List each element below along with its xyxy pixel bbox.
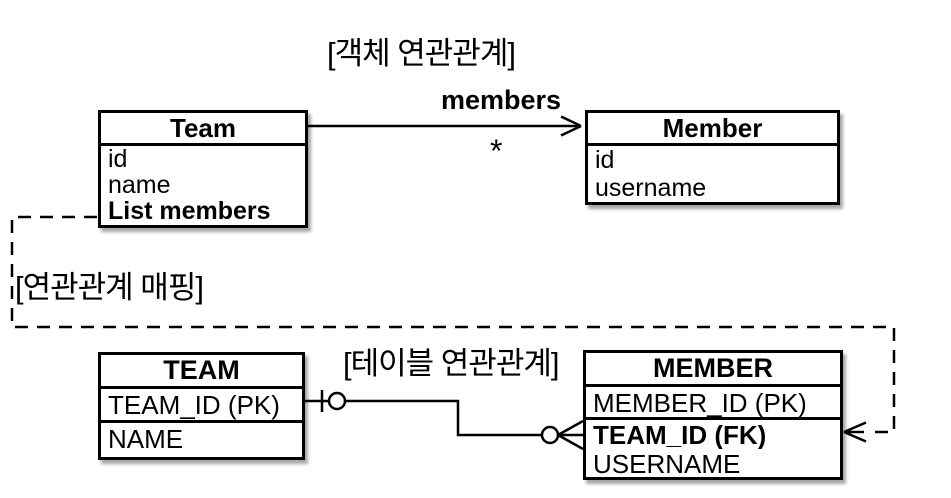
mapping-title: [연관관계 매핑] <box>15 270 204 305</box>
object-relation-title: [객체 연관관계] <box>327 36 516 71</box>
erd-zero-circle-team-icon <box>327 391 347 411</box>
member-field-id: id <box>595 146 615 174</box>
team-column-team-id-pk: TEAM_ID (PK) <box>101 389 302 423</box>
member-table-box: MEMBER MEMBER_ID (PK) TEAM_ID (FK) USERN… <box>583 350 843 480</box>
team-table-title: TEAM <box>101 355 302 389</box>
team-field-name: name <box>108 172 171 198</box>
member-column-team-id-fk: TEAM_ID (FK) <box>593 420 767 449</box>
mapping-arrowhead-icon <box>843 421 867 443</box>
member-field-username: username <box>595 174 707 202</box>
mapping-dashed-line <box>10 215 896 434</box>
team-class-box: Team id name List members <box>98 110 308 228</box>
team-table-box: TEAM TEAM_ID (PK) NAME <box>98 352 305 460</box>
member-table-title: MEMBER <box>586 353 840 387</box>
member-column-username: USERNAME <box>593 449 741 478</box>
association-arrowhead-icon <box>560 115 582 137</box>
association-multiplicity: * <box>490 133 503 169</box>
erd-crowfoot-icon <box>557 419 584 451</box>
table-relation-title: [테이블 연관관계] <box>343 346 559 381</box>
team-field-id: id <box>108 146 128 172</box>
member-column-member-id-pk: MEMBER_ID (PK) <box>586 387 840 420</box>
team-field-list-members: List members <box>108 198 271 224</box>
erd-zero-circle-member-icon <box>540 425 560 445</box>
member-class-title: Member <box>588 113 837 146</box>
member-class-box: Member id username <box>585 110 840 205</box>
association-label: members <box>440 85 562 115</box>
team-class-title: Team <box>101 113 305 146</box>
erd-connector-line <box>305 399 583 437</box>
team-column-name: NAME <box>108 424 184 454</box>
